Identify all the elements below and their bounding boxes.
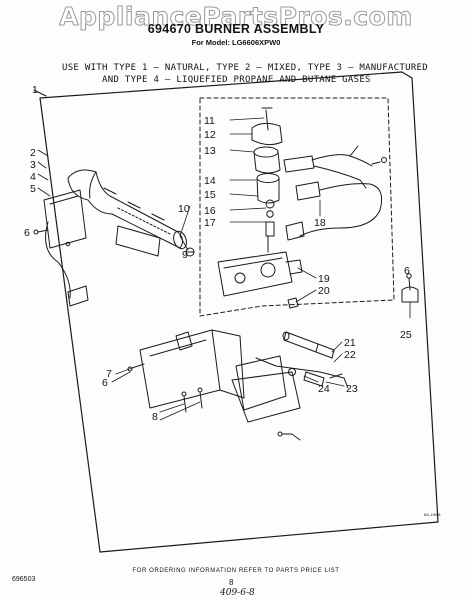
assembly-outline [33, 71, 439, 553]
callout-23: 23 [346, 383, 358, 395]
callout-2: 2 [30, 147, 36, 159]
callout-6-right: 6 [404, 265, 410, 277]
callout-12: 12 [204, 129, 216, 141]
site-watermark: AppliancePartsPros.com [59, 2, 413, 32]
valve-stack [251, 107, 283, 253]
gas-type-note-line-1: USE WITH TYPE 1 — NATURAL, TYPE 2 — MIXE… [62, 63, 428, 73]
orifice-nut [185, 247, 195, 257]
callout-22: 22 [344, 349, 356, 361]
callout-20: 20 [318, 285, 330, 297]
page-title: 694670 BURNER ASSEMBLY [147, 22, 325, 36]
callout-19: 19 [318, 273, 330, 285]
callout-10: 10 [178, 203, 190, 215]
callout-1: 1 [32, 84, 38, 96]
model-number: For Model: LG6606XPW0 [191, 38, 281, 47]
callout-5: 5 [30, 183, 36, 195]
callout-6-bottom: 6 [102, 377, 108, 389]
burner-shield [43, 189, 161, 307]
callout-14: 14 [204, 175, 216, 187]
wire-harness [283, 145, 387, 241]
gas-type-note: USE WITH TYPE 1 — NATURAL, TYPE 2 — MIXE… [62, 62, 428, 86]
callout-11: 11 [204, 115, 215, 127]
valve-body [217, 251, 303, 309]
right-bracket [401, 273, 419, 303]
callout-16: 16 [204, 205, 216, 217]
callout-13: 13 [204, 145, 216, 157]
callout-labels: 1 2 3 4 5 6 6 6 7 8 9 10 11 12 13 14 15 … [24, 84, 441, 517]
callout-leaders [37, 117, 411, 441]
callout-3: 3 [30, 159, 36, 171]
callout-25: 25 [400, 329, 412, 341]
callout-15: 15 [204, 189, 216, 201]
gas-type-note-line-2: AND TYPE 4 — LIQUEFIED PROPANE AND BUTAN… [102, 75, 371, 85]
left-screws [33, 229, 71, 247]
bottom-screws [127, 363, 293, 437]
handwritten-note: 409-6-8 [220, 588, 255, 598]
callout-9: 9 [182, 249, 188, 261]
doc-number: 696503 [12, 576, 36, 583]
callout-4: 4 [30, 171, 36, 183]
callout-24: 24 [318, 383, 330, 395]
callout-8: 8 [152, 411, 158, 423]
callout-21: 21 [344, 337, 356, 349]
ordering-note: FOR ORDERING INFORMATION REFER TO PARTS … [132, 568, 340, 574]
valve-inset-box [199, 97, 395, 317]
burner-base-plate [139, 329, 301, 423]
page-number: 8 [229, 578, 234, 587]
callout-7: 7 [106, 368, 112, 380]
callout-6-left: 6 [24, 227, 30, 239]
drawing-code: 8A-190-6 [424, 512, 441, 517]
callout-18: 18 [314, 217, 326, 229]
callout-17: 17 [204, 217, 216, 229]
pilot-tube [255, 331, 349, 389]
